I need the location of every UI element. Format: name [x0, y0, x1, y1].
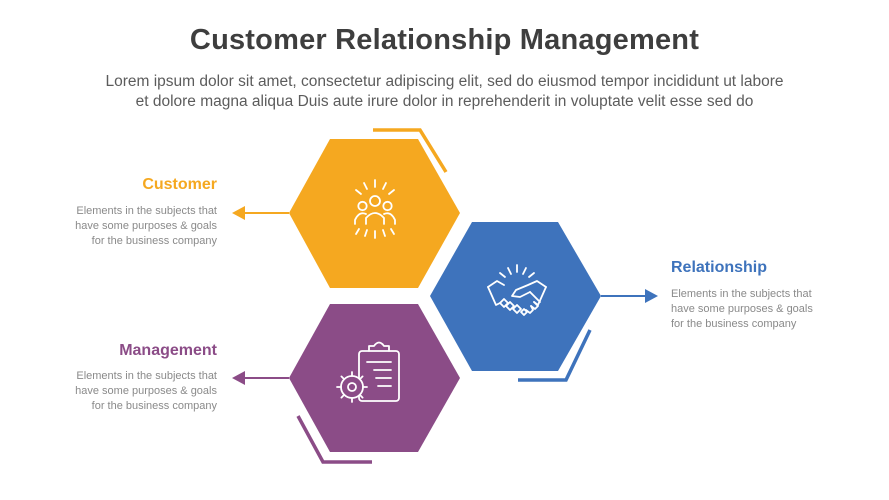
handshake-icon: [487, 264, 547, 316]
management-hexagon: [289, 304, 460, 452]
management-description-line: for the business company: [91, 400, 217, 412]
relationship-arrow: [601, 289, 658, 303]
relationship-hexagon-accent: [518, 329, 592, 382]
clipboard-gear-icon: [336, 341, 400, 403]
management-arrow: [232, 371, 289, 385]
customer-arrow: [232, 206, 289, 220]
management-hexagon-accent: [296, 415, 372, 464]
relationship-description-line: Elements in the subjects that: [671, 288, 812, 300]
relationship-description: Elements in the subjects that have some …: [671, 287, 861, 332]
subtitle-line-2: et dolore magna aliqua Duis aute irure d…: [135, 93, 754, 110]
subtitle-line-1: Lorem ipsum dolor sit amet, consectetur …: [105, 73, 784, 90]
management-description-line: have some purposes & goals: [75, 385, 217, 397]
customer-description-line: Elements in the subjects that: [76, 205, 217, 217]
customer-description-line: have some purposes & goals: [75, 220, 217, 232]
customer-heading: Customer: [142, 176, 217, 193]
customer-description-line: for the business company: [91, 235, 217, 247]
management-description: Elements in the subjects that have some …: [40, 369, 217, 414]
management-description-line: Elements in the subjects that: [76, 370, 217, 382]
management-heading: Management: [119, 342, 217, 359]
page-title: Customer Relationship Management: [189, 24, 700, 56]
relationship-description-line: for the business company: [671, 318, 797, 330]
page-subtitle: Lorem ipsum dolor sit amet, consectetur …: [30, 72, 859, 112]
people-group-icon: [354, 179, 396, 239]
customer-description: Elements in the subjects that have some …: [40, 204, 217, 249]
relationship-heading: Relationship: [671, 259, 768, 276]
customer-hexagon-accent: [373, 128, 448, 173]
relationship-description-line: have some purposes & goals: [671, 303, 813, 315]
